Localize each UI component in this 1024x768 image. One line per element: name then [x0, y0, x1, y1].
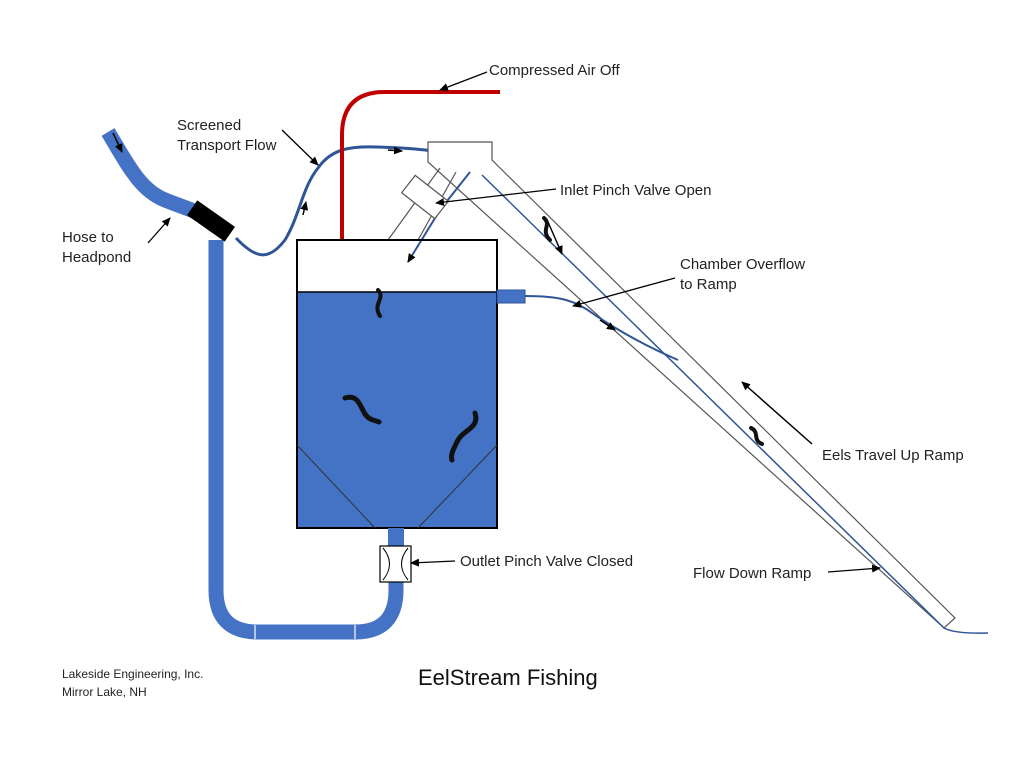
diagram-title: EelStream Fishing [418, 665, 598, 690]
label-screened-2: Transport Flow [177, 137, 277, 154]
eel-icon [542, 216, 552, 242]
label-compressed-air: Compressed Air Off [489, 62, 620, 79]
eel-icon [342, 394, 382, 425]
label-hose-1: Hose to [62, 229, 114, 246]
label-overflow-1: Chamber Overflow [680, 256, 805, 273]
overflow-spout [496, 289, 526, 304]
credit-location: Mirror Lake, NH [62, 685, 147, 699]
label-overflow-2: to Ramp [680, 276, 737, 293]
label-hose-2: Headpond [62, 249, 131, 266]
label-inlet-valve: Inlet Pinch Valve Open [560, 182, 711, 199]
eel-icon [375, 288, 383, 318]
callout-arrows [147, 71, 881, 573]
label-outlet-valve: Outlet Pinch Valve Closed [460, 553, 633, 570]
outlet-stub [388, 528, 404, 546]
label-screened-1: Screened [177, 117, 241, 134]
label-flow-down: Flow Down Ramp [693, 565, 811, 582]
eel-icons [342, 216, 764, 463]
compressed-air-line [340, 90, 500, 240]
holding-chamber [296, 239, 498, 529]
label-eels-travel: Eels Travel Up Ramp [822, 447, 964, 464]
outlet-pinch-valve [379, 545, 412, 583]
inlet-pinch-valve [400, 174, 450, 220]
eel-icon [449, 410, 479, 463]
overflow-line [524, 295, 679, 361]
hose-coupling [186, 200, 236, 242]
eel-icon [749, 426, 764, 446]
credit-company: Lakeside Engineering, Inc. [62, 667, 203, 681]
